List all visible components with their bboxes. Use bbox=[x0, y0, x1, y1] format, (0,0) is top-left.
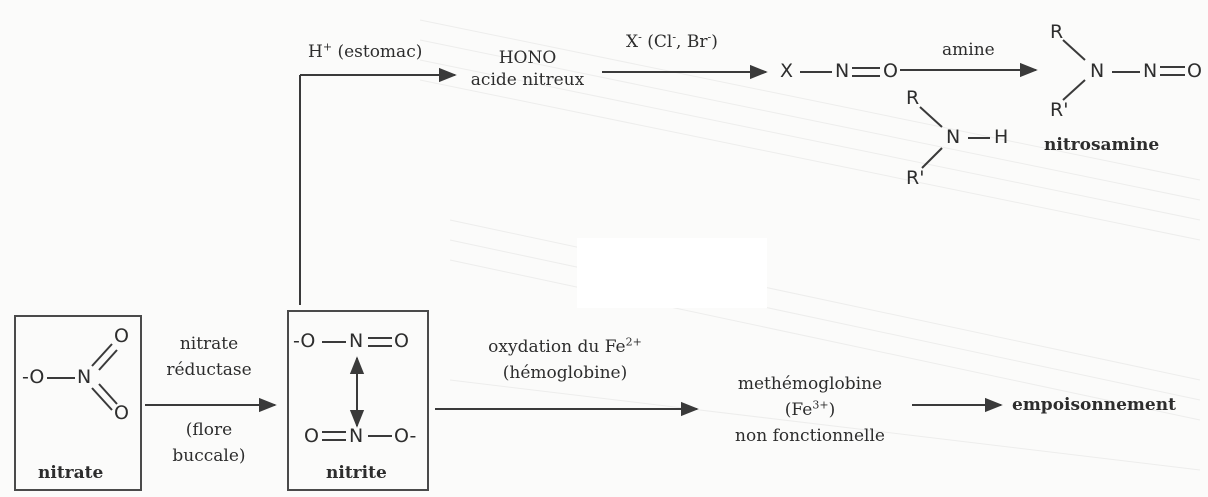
atom-o-top-nitrate: O bbox=[114, 325, 129, 347]
flore-line1: (flore bbox=[185, 420, 233, 440]
flore-label: (flore buccale) bbox=[148, 420, 270, 466]
atom-n-amine: N bbox=[946, 126, 961, 148]
halide-x-sup: - bbox=[638, 30, 642, 44]
atom-o-minus-nitrate: -O bbox=[22, 366, 45, 388]
oxydation-label: oxydation du Fe2+ (hémoglobine) bbox=[470, 335, 660, 383]
atom-o-nitrite-top: O bbox=[394, 330, 409, 352]
atom-x: X bbox=[780, 60, 794, 82]
flore-line2: buccale) bbox=[172, 446, 246, 466]
estomac-text: (estomac) bbox=[332, 42, 423, 62]
halide-sep: , Br bbox=[676, 32, 708, 52]
atom-h-amine: H bbox=[994, 126, 1009, 148]
blank-patch bbox=[577, 238, 767, 308]
atom-o-nitrite-bottom: O bbox=[304, 425, 319, 447]
atom-n-nitrate: N bbox=[77, 366, 92, 388]
halide-br-sup: - bbox=[707, 30, 712, 44]
amine-label: amine bbox=[942, 40, 995, 60]
hono-line1: HONO bbox=[498, 48, 557, 68]
reductase-line2: réductase bbox=[166, 360, 252, 380]
atom-o-minus-nitrite: -O bbox=[293, 330, 316, 352]
atom-r-amine: R bbox=[906, 87, 920, 109]
atom-r-prime-amine: R' bbox=[906, 167, 925, 189]
atom-n2-nitrosamine: N bbox=[1143, 60, 1158, 82]
halide-label: X- (Cl-, Br-) bbox=[626, 30, 718, 52]
atom-o-bottom-nitrate: O bbox=[114, 402, 129, 424]
hplus-sup: + bbox=[322, 40, 333, 54]
atom-o-halide: O bbox=[883, 60, 898, 82]
atom-r-prime-bottom: R' bbox=[1050, 99, 1069, 121]
atom-n-nitrite-top: N bbox=[349, 330, 364, 352]
atom-n-nitrite-bottom: N bbox=[349, 425, 364, 447]
nitrate-bonds bbox=[47, 343, 118, 411]
atom-o-minus-nitrite-bottom: O- bbox=[394, 425, 417, 447]
methemo-sup: 3+ bbox=[812, 398, 829, 412]
hono-label: HONO acide nitreux bbox=[455, 48, 600, 90]
nitrosamine-label: nitrosamine bbox=[1044, 135, 1160, 155]
reductase-label: nitrate réductase bbox=[148, 334, 270, 380]
methemo-close: ) bbox=[828, 400, 836, 420]
halide-x: X bbox=[626, 32, 639, 52]
scan-texture bbox=[419, 19, 1201, 471]
reductase-line1: nitrate bbox=[179, 334, 239, 354]
hplus-label: H+ (estomac) bbox=[308, 40, 423, 62]
hono-line2: acide nitreux bbox=[470, 70, 585, 90]
oxydation-text: oxydation du Fe bbox=[488, 337, 626, 357]
nitrite-box bbox=[287, 310, 429, 491]
methemo-label: methémoglobine (Fe3+) non fonctionnelle bbox=[715, 374, 905, 446]
nitrate-label: nitrate bbox=[38, 463, 104, 483]
atom-n-halide: N bbox=[835, 60, 850, 82]
atom-r-top: R bbox=[1050, 21, 1064, 43]
hplus-text: H bbox=[308, 42, 323, 62]
nitrosamine-bonds bbox=[1062, 39, 1185, 101]
methemo-line3: non fonctionnelle bbox=[735, 426, 885, 446]
halide-rest: (Cl bbox=[641, 32, 673, 52]
halide-cl-sup: - bbox=[672, 30, 677, 44]
nitrate-box bbox=[14, 315, 142, 491]
nitrite-label: nitrite bbox=[326, 463, 387, 483]
oxydation-sup: 2+ bbox=[625, 335, 642, 349]
nitrite-bonds bbox=[322, 337, 392, 441]
amine-bonds bbox=[919, 106, 990, 169]
empoisonnement-label: empoisonnement bbox=[1012, 395, 1176, 415]
hemoglobine-text: (hémoglobine) bbox=[502, 363, 628, 383]
methemo-fe: (Fe bbox=[784, 400, 813, 420]
halide-close: ) bbox=[711, 32, 718, 52]
methemo-line1: methémoglobine bbox=[737, 374, 883, 394]
atom-o-nitrosamine: O bbox=[1187, 60, 1202, 82]
halide-nitroso-bonds bbox=[800, 67, 880, 77]
atom-n-nitrosamine: N bbox=[1090, 60, 1105, 82]
